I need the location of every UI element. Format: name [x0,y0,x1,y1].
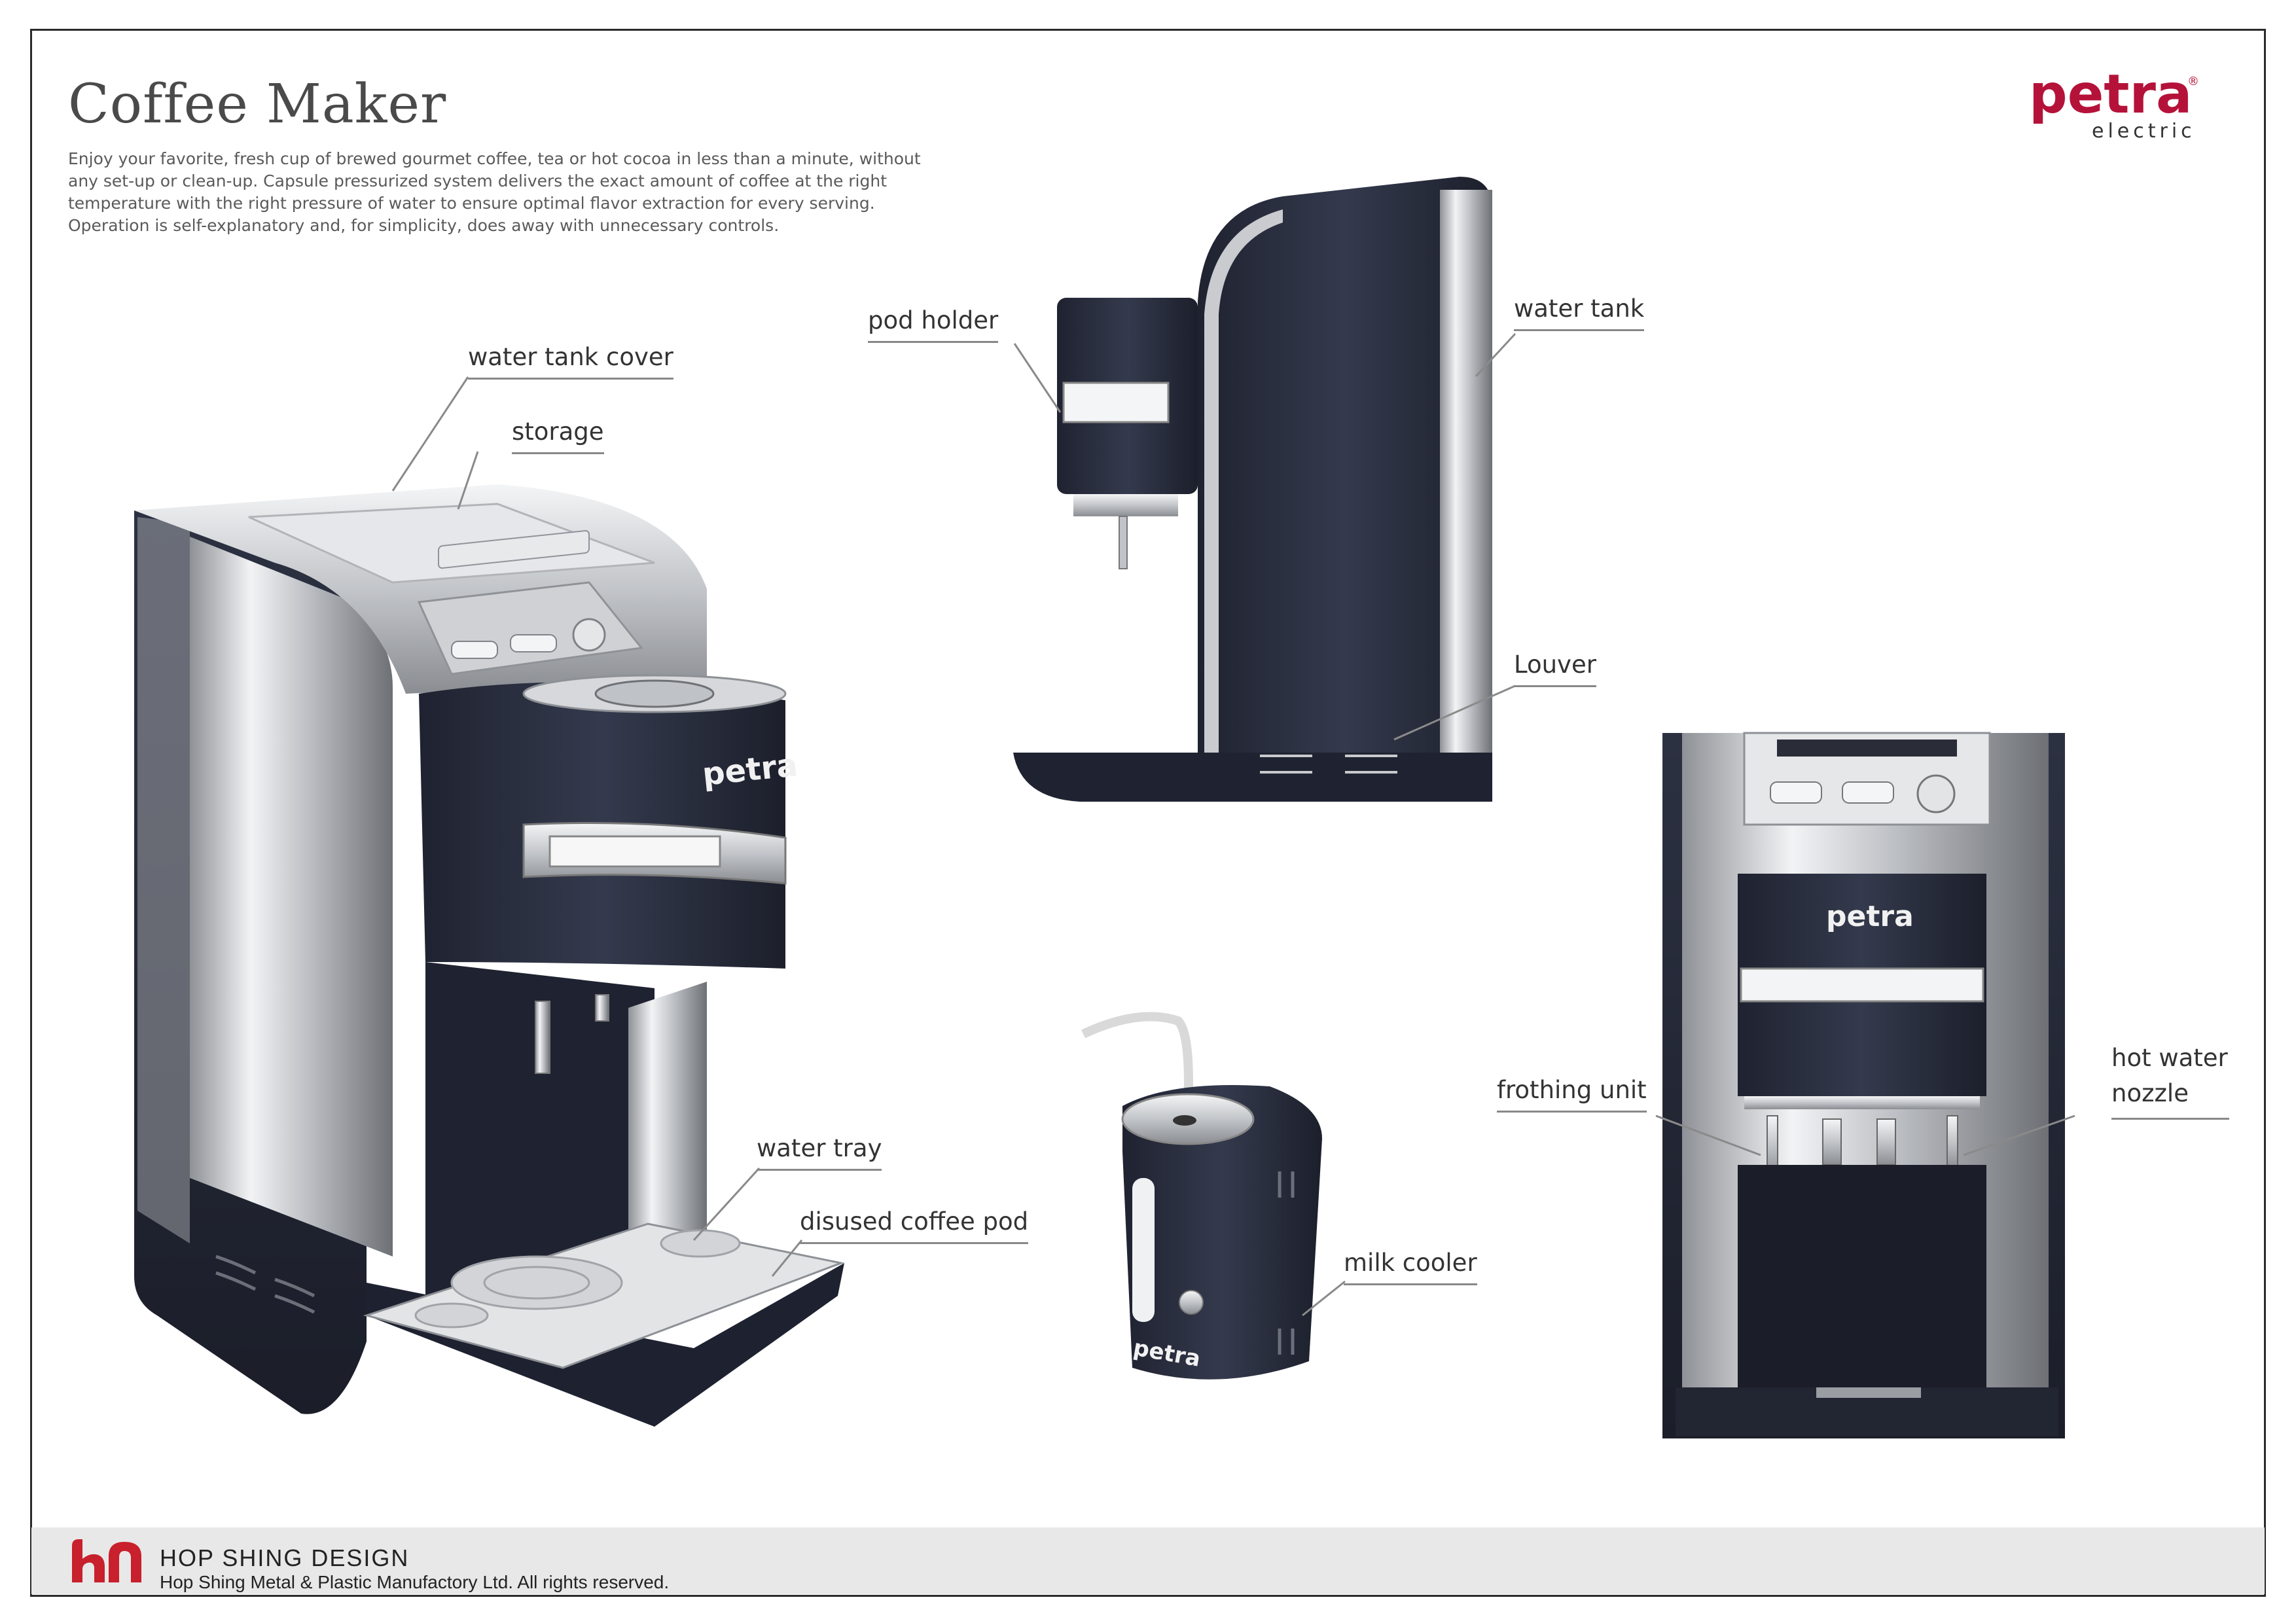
front-badge: petra [1826,900,1914,933]
footer: HOP SHING DESIGN Hop Shing Metal & Plast… [31,1527,2265,1594]
footer-copyright: Hop Shing Metal & Plastic Manufactory Lt… [160,1572,670,1592]
label-frothing-unit: frothing unit [1497,1076,1647,1113]
product-description: Enjoy your favorite, fresh cup of brewed… [68,149,921,235]
brand-sub: electric [2092,120,2196,143]
footer-company: HOP SHING DESIGN [160,1544,410,1571]
coffee-maker-side-view [1013,177,1492,802]
milk-cooler: petra [1081,1012,1322,1380]
petra-logo: petra ® electric [2016,63,2212,151]
brand-name: petra [2029,65,2192,126]
brand-reg: ® [2187,75,2199,88]
label-milk-cooler: milk cooler [1344,1249,1477,1285]
label-hot-water-nozzle: hot water nozzle [2111,1041,2229,1120]
label-louver: Louver [1514,651,1596,687]
label-pod-holder: pod holder [868,306,999,343]
hop-shing-logo [72,1539,141,1582]
coffee-maker-perspective: petra [134,484,845,1427]
page-frame [30,29,2266,1597]
callout-lines [391,332,2075,1317]
label-water-tank-cover: water tank cover [468,343,673,380]
coffee-maker-front-view: petra [1662,732,2065,1438]
label-disused-coffee-pod: disused coffee pod [800,1207,1029,1244]
page-title: Coffee Maker [68,73,447,135]
label-water-tank: water tank [1514,294,1645,331]
label-water-tray: water tray [757,1134,882,1171]
label-storage: storage [512,418,604,454]
